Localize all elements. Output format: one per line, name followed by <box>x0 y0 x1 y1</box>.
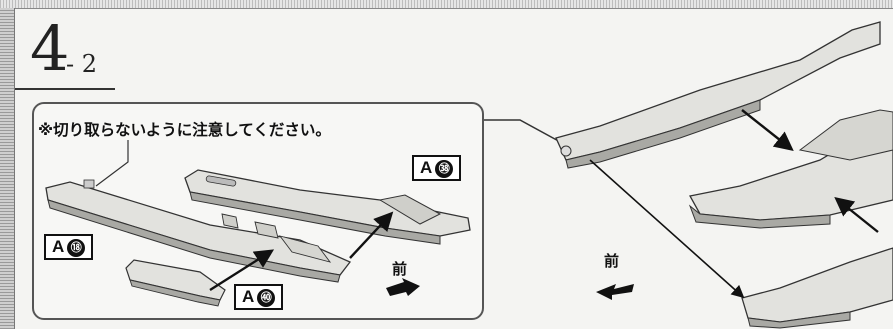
part-number: ㊳ <box>435 160 454 178</box>
part-letter: A <box>242 287 255 306</box>
step-number: 4 <box>30 12 70 85</box>
part-letter: A <box>52 237 65 256</box>
left-border-strip <box>0 8 15 329</box>
assembly-arrows-detail <box>209 211 394 292</box>
part-number: ㊵ <box>257 289 276 307</box>
note-leader-line <box>95 140 129 187</box>
assembly-arrows-main <box>589 109 879 299</box>
front-label-detail: 前 <box>392 260 408 278</box>
front-direction-arrow-detail <box>386 278 420 296</box>
main-assembly-drawing <box>555 21 893 329</box>
top-border-strip <box>0 0 893 9</box>
front-label-main: 前 <box>604 252 620 270</box>
step-sub-number: - 2 <box>66 50 98 78</box>
step-underline <box>15 88 115 90</box>
part-a40-drawing <box>125 259 226 307</box>
part-number: ⑱ <box>67 239 86 257</box>
caution-note: ※切り取らないように注意してください。 <box>38 121 331 139</box>
part-letter: A <box>420 158 433 177</box>
front-direction-arrow-main <box>596 284 634 300</box>
